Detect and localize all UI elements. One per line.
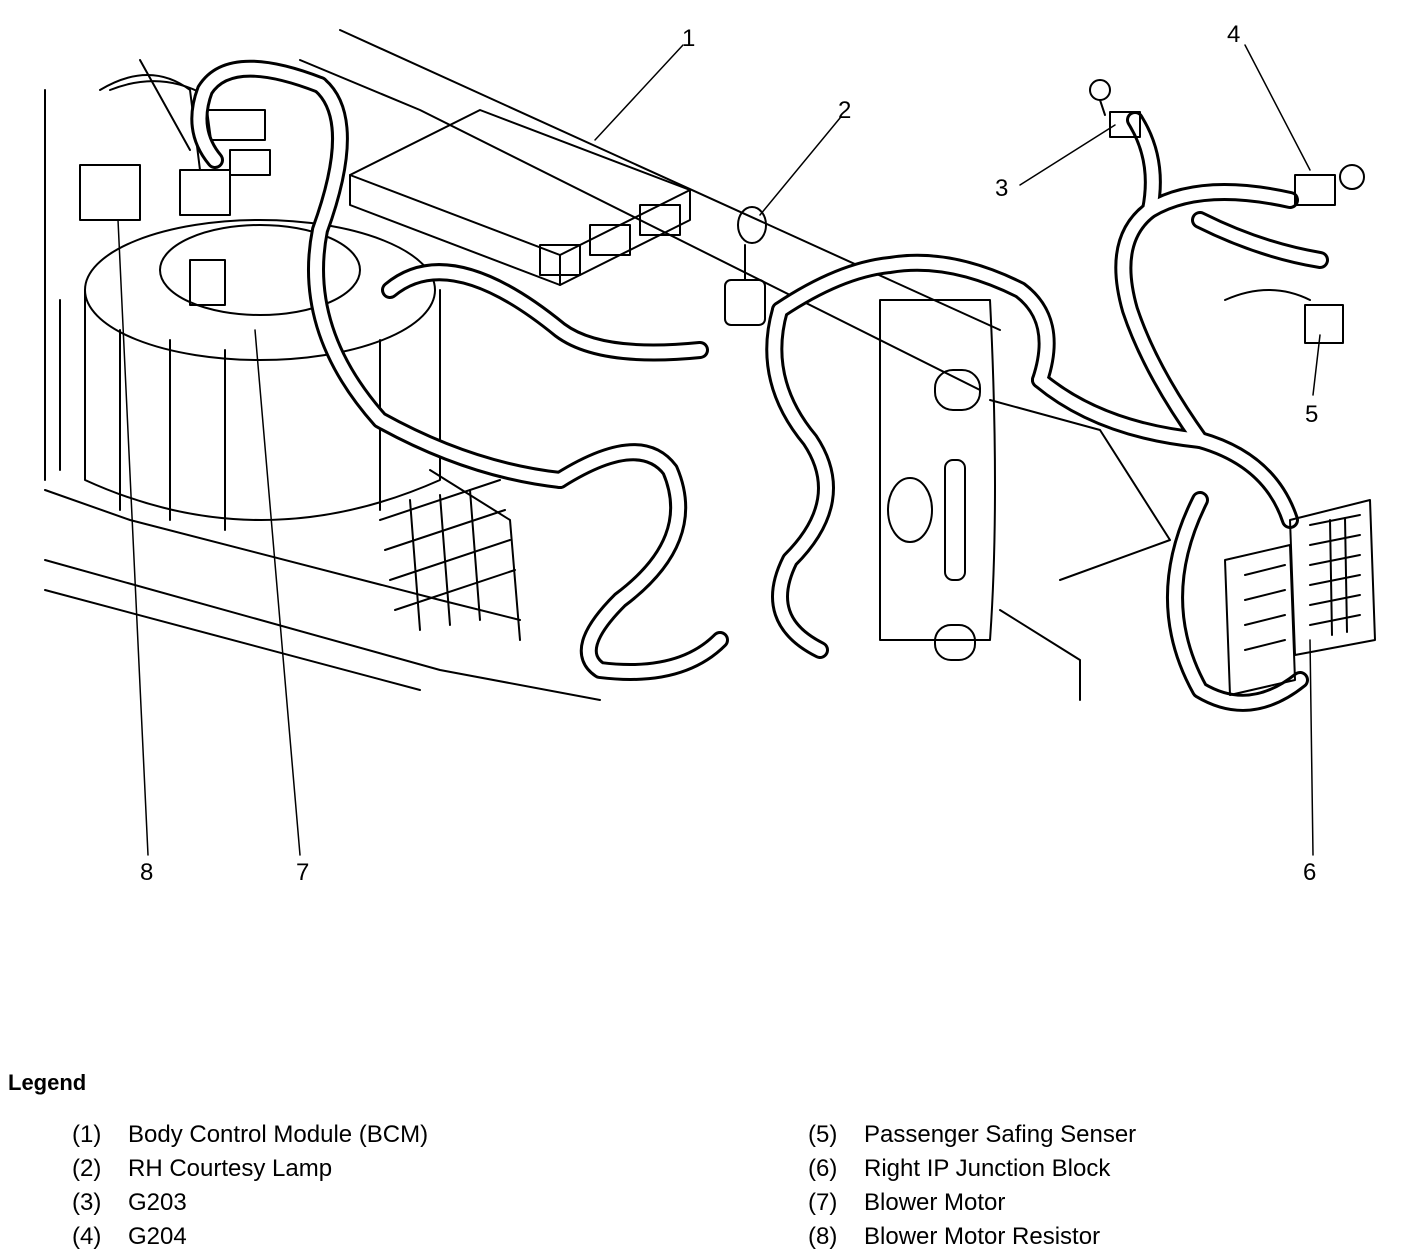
right-ip-junction-block: [1224, 499, 1376, 696]
legend-item-number: (3): [72, 1189, 102, 1216]
legend-item: (2) RH Courtesy Lamp: [72, 1152, 428, 1186]
blower-motor-housing: [84, 219, 521, 641]
ground-g203: [1089, 79, 1141, 138]
legend-item: (1) Body Control Module (BCM): [72, 1118, 428, 1152]
legend-item-label: Right IP Junction Block: [864, 1155, 1111, 1182]
callout-1: 1: [682, 25, 695, 52]
wiring-harness-inner: [193, 62, 1326, 709]
legend-item: (7) Blower Motor: [808, 1186, 1136, 1220]
callout-labels: 1 2 3 4 5 6 7 8: [140, 21, 1318, 886]
legend-item-number: (6): [808, 1155, 838, 1182]
callout-5: 5: [1305, 401, 1318, 428]
legend-item-label: G203: [128, 1189, 187, 1216]
callout-3: 3: [995, 175, 1008, 202]
callout-7: 7: [296, 859, 309, 886]
legend-item-number: (2): [72, 1155, 102, 1182]
legend-item: (3) G203: [72, 1186, 428, 1220]
mounting-bracket: [879, 299, 1171, 701]
legend-item: (6) Right IP Junction Block: [808, 1152, 1136, 1186]
legend-item-number: (5): [808, 1121, 838, 1148]
callout-6: 6: [1303, 859, 1316, 886]
ground-g204: [1294, 164, 1365, 206]
legend-item-number: (8): [808, 1223, 838, 1250]
dash-structure: [44, 29, 1001, 701]
callout-4: 4: [1227, 21, 1240, 48]
legend-item-number: (7): [808, 1189, 838, 1216]
legend-right-column: (5) Passenger Safing Senser (6) Right IP…: [808, 1118, 1136, 1254]
courtesy-lamp: [724, 206, 767, 326]
legend-item-label: G204: [128, 1223, 187, 1250]
legend-title: Legend: [8, 1070, 87, 1095]
legend-item: (5) Passenger Safing Senser: [808, 1118, 1136, 1152]
passenger-safing-sensor: [1224, 289, 1344, 344]
leader-lines: [117, 44, 1321, 856]
legend-item-label: RH Courtesy Lamp: [128, 1155, 333, 1182]
legend-item-number: (1): [72, 1121, 102, 1148]
legend-item-label: Blower Motor: [864, 1189, 1006, 1216]
wiring-diagram: 1 2 3 4 5 6 7 8: [44, 21, 1376, 886]
legend-item-label: Passenger Safing Senser: [864, 1121, 1137, 1148]
legend-item-label: Body Control Module (BCM): [128, 1121, 429, 1148]
legend-left-column: (1) Body Control Module (BCM) (2) RH Cou…: [72, 1118, 428, 1254]
legend-item-label: Blower Motor Resistor: [864, 1223, 1101, 1250]
callout-2: 2: [838, 97, 851, 124]
callout-8: 8: [140, 859, 153, 886]
legend-item: (4) G204: [72, 1220, 428, 1254]
blower-motor-resistor: [79, 74, 271, 221]
body-control-module: [349, 109, 691, 286]
legend-item: (8) Blower Motor Resistor: [808, 1220, 1136, 1254]
legend-item-number: (4): [72, 1223, 102, 1250]
